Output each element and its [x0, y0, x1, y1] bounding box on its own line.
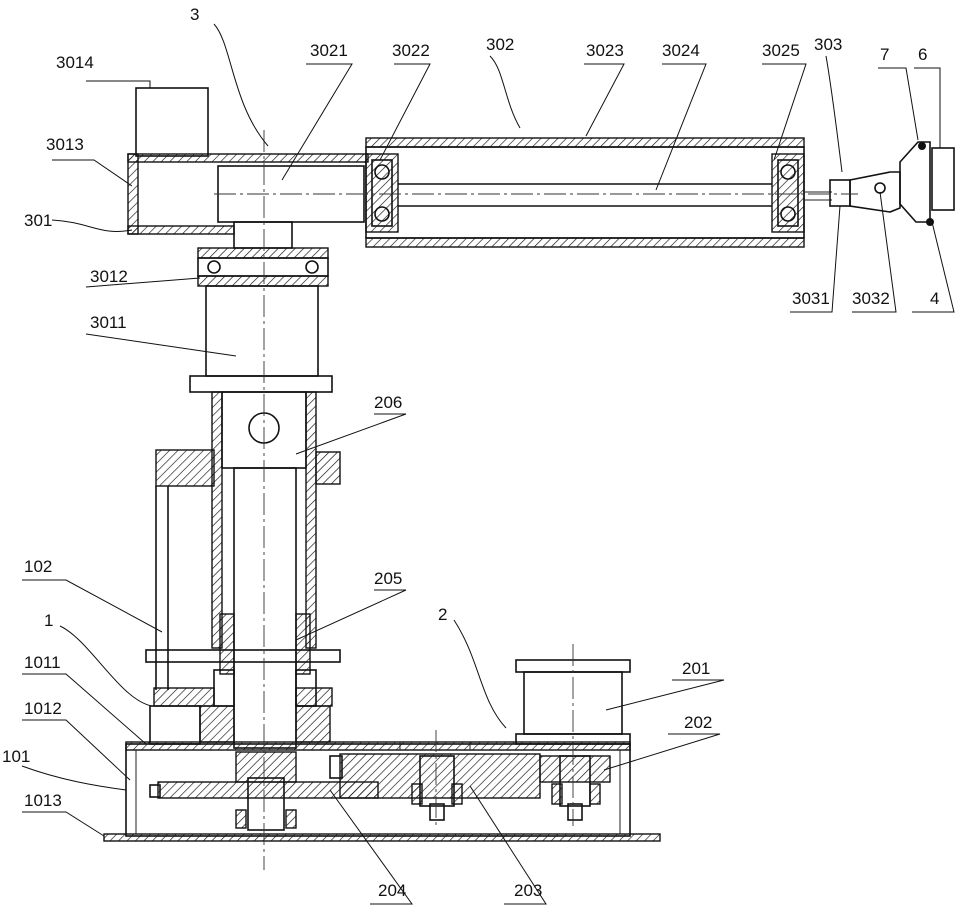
end-effector	[830, 142, 954, 226]
label-302: 302	[486, 35, 514, 54]
label-7: 7	[880, 45, 889, 64]
sleeve-and-shaft	[190, 286, 332, 748]
label-3012: 3012	[90, 267, 128, 286]
label-1: 1	[44, 611, 53, 630]
arm-base	[128, 88, 368, 234]
label-203: 203	[514, 881, 542, 900]
label-3024: 3024	[662, 41, 700, 60]
label-205: 205	[374, 569, 402, 588]
label-204: 204	[378, 881, 406, 900]
label-3021: 3021	[310, 41, 348, 60]
label-3025: 3025	[762, 41, 800, 60]
arm-tube	[366, 138, 832, 247]
label-1013: 1013	[24, 791, 62, 810]
label-3013: 3013	[46, 135, 84, 154]
label-202: 202	[684, 713, 712, 732]
label-1012: 1012	[24, 699, 62, 718]
label-3031: 3031	[792, 289, 830, 308]
label-1011: 1011	[24, 653, 61, 672]
label-6: 6	[918, 45, 927, 64]
label-2: 2	[438, 605, 447, 624]
label-4: 4	[930, 289, 939, 308]
label-3011: 3011	[90, 313, 127, 332]
label-3: 3	[190, 5, 199, 24]
base-plate	[104, 834, 660, 841]
label-3023: 3023	[586, 41, 624, 60]
label-102: 102	[24, 557, 52, 576]
label-303: 303	[814, 35, 842, 54]
label-3014: 3014	[56, 53, 94, 72]
gear-train	[330, 754, 610, 820]
label-201: 201	[682, 659, 710, 678]
label-301: 301	[24, 211, 52, 230]
label-206: 206	[374, 393, 402, 412]
label-3022: 3022	[392, 41, 430, 60]
label-101: 101	[2, 747, 30, 766]
label-3032: 3032	[852, 289, 890, 308]
